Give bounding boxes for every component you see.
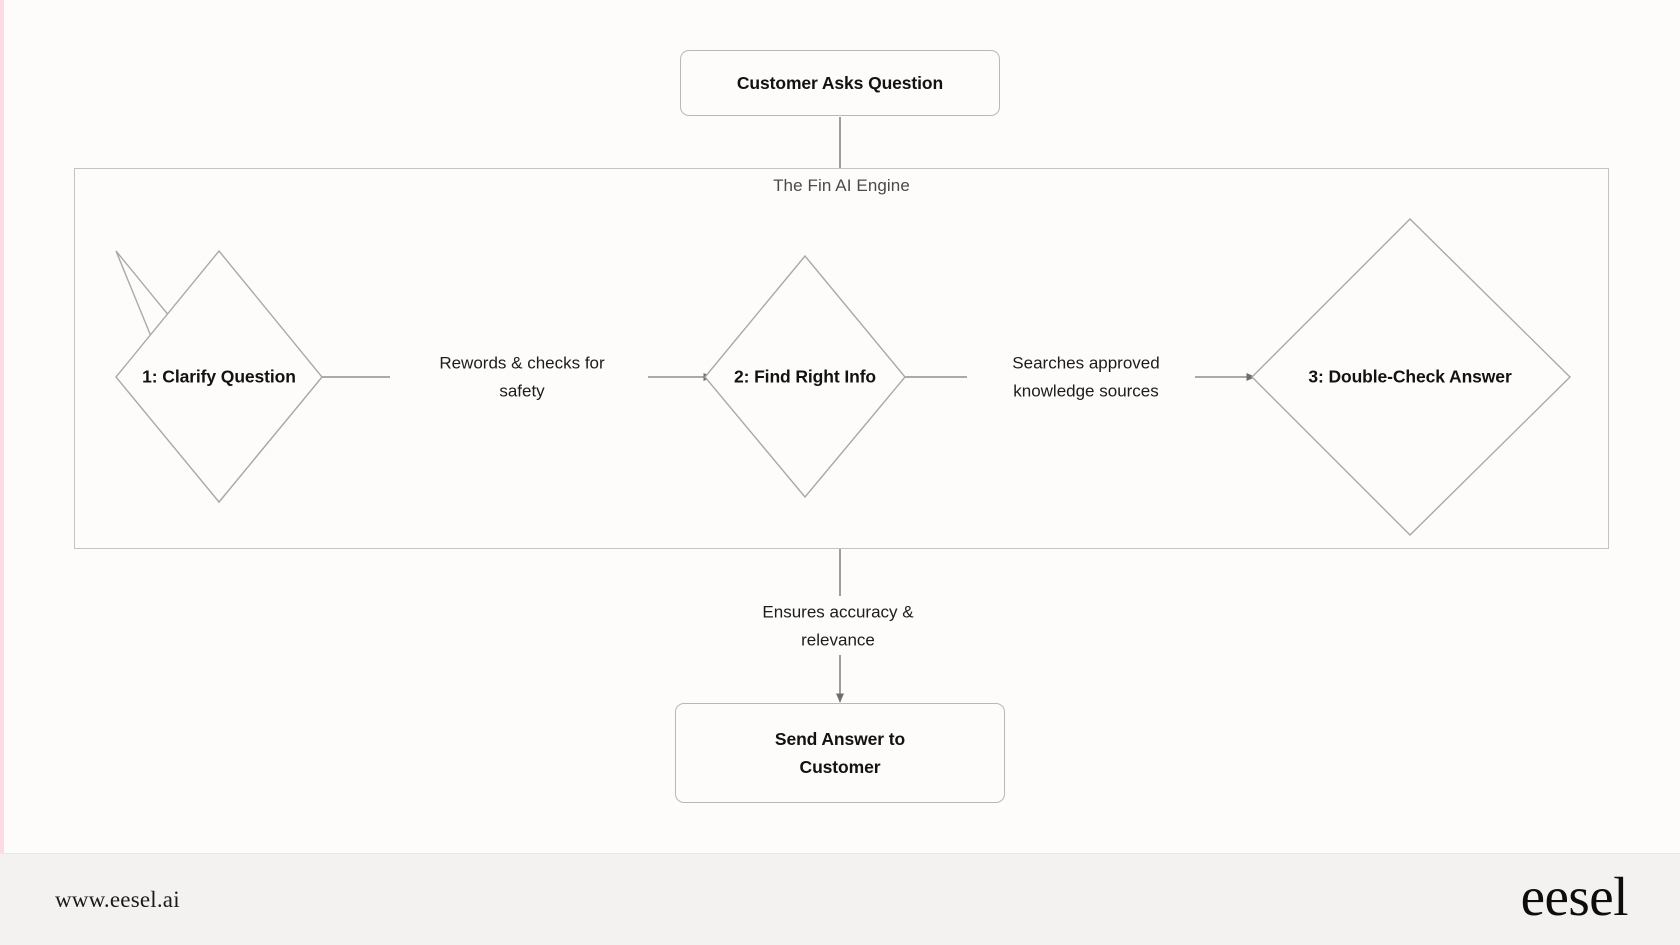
page-footer: www.eesel.ai eesel: [0, 853, 1680, 945]
edge-label-step2-step3: Searches approved knowledge sources: [976, 349, 1196, 404]
edge-label-step1-step2-line2: safety: [499, 381, 545, 400]
left-accent-stripe: [0, 0, 4, 853]
fin-engine-container: [74, 168, 1609, 549]
node-end-line2: Customer: [799, 757, 881, 777]
edge-label-engine-end-line1: Ensures accuracy &: [762, 602, 914, 622]
edge-label-step1-step2: Rewords & checks for safety: [417, 349, 627, 404]
edge-label-engine-end-line2: relevance: [801, 630, 875, 649]
label-step2: 2: Find Right Info: [733, 366, 877, 387]
edge-label-engine-end: Ensures accuracy & relevance: [713, 598, 963, 653]
edge-label-step2-step3-line2: knowledge sources: [1013, 381, 1159, 400]
label-step3: 3: Double-Check Answer: [1308, 366, 1512, 387]
footer-website-url[interactable]: www.eesel.ai: [55, 886, 180, 912]
edge-label-step2-step3-line1: Searches approved: [1012, 353, 1160, 373]
fin-engine-title: The Fin AI Engine: [773, 176, 910, 195]
eesel-logo: eesel: [1520, 866, 1629, 927]
flowchart-canvas: The Fin AI Engine Customer Asks Question…: [74, 50, 1609, 803]
node-customer-asks-question[interactable]: Customer Asks Question: [680, 50, 1000, 116]
label-step1: 1: Clarify Question: [142, 366, 296, 387]
node-send-answer-to-customer[interactable]: Send Answer to Customer: [675, 703, 1005, 803]
node-end-line1: Send Answer to: [774, 729, 906, 749]
edge-label-step1-step2-line1: Rewords & checks for: [439, 353, 605, 373]
